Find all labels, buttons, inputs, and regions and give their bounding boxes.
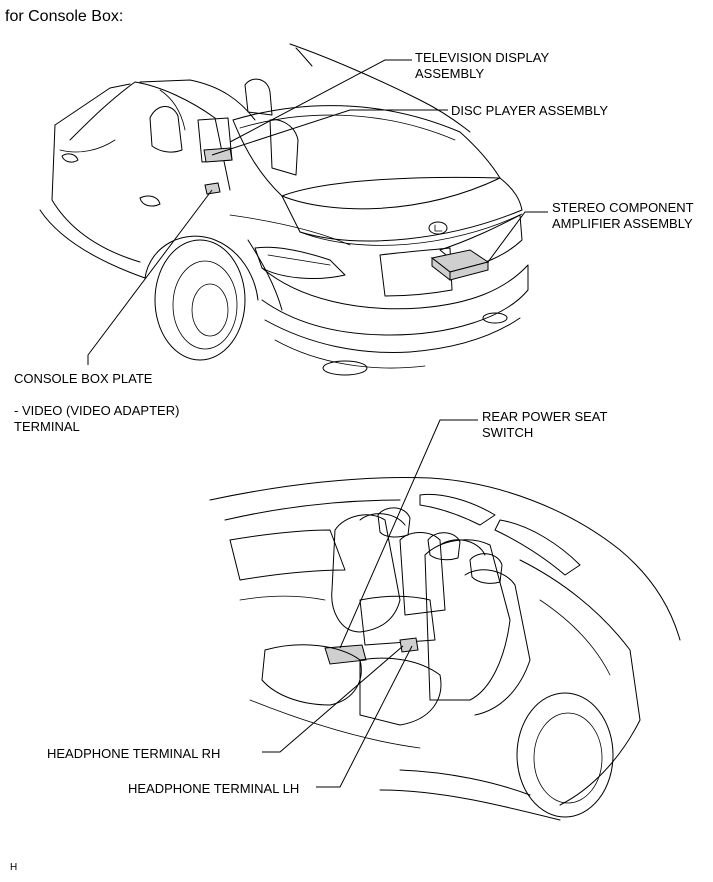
console-plate-part xyxy=(204,182,221,195)
label-line: - VIDEO (VIDEO ADAPTER) xyxy=(14,403,180,418)
rear-console-part xyxy=(324,644,367,665)
interior-rear-seat-drawing xyxy=(209,476,681,821)
top-leader-lines xyxy=(87,59,548,365)
label-rear-power-seat-switch: REAR POWER SEAT SWITCH xyxy=(482,409,607,441)
label-television-display-assembly: TELEVISION DISPLAY ASSEMBLY xyxy=(415,50,549,82)
label-console-box-plate: CONSOLE BOX PLATE xyxy=(14,371,153,386)
bottom-leader-lines xyxy=(262,419,478,788)
label-line: TELEVISION DISPLAY xyxy=(415,50,550,65)
page-title: for Console Box: xyxy=(5,8,124,25)
headphone-terminals-part xyxy=(399,637,419,653)
label-disc-player-assembly: DISC PLAYER ASSEMBLY xyxy=(451,103,609,118)
figure-code: H xyxy=(10,862,18,873)
label-headphone-terminal-lh: HEADPHONE TERMINAL LH xyxy=(128,781,300,796)
disc-player-part xyxy=(203,147,233,163)
label-line: AMPLIFIER ASSEMBLY xyxy=(552,216,693,231)
label-line: SWITCH xyxy=(482,425,534,440)
label-line: STEREO COMPONENT xyxy=(552,200,694,215)
label-line: ASSEMBLY xyxy=(415,66,485,81)
car-rear-view-drawing xyxy=(39,43,529,376)
label-stereo-component-amplifier: STEREO COMPONENT AMPLIFIER ASSEMBLY xyxy=(552,200,694,232)
label-video-terminal: - VIDEO (VIDEO ADAPTER) TERMINAL xyxy=(14,403,179,435)
label-line: REAR POWER SEAT xyxy=(482,409,608,424)
label-line: TERMINAL xyxy=(14,419,80,434)
label-headphone-terminal-rh: HEADPHONE TERMINAL RH xyxy=(47,746,221,761)
